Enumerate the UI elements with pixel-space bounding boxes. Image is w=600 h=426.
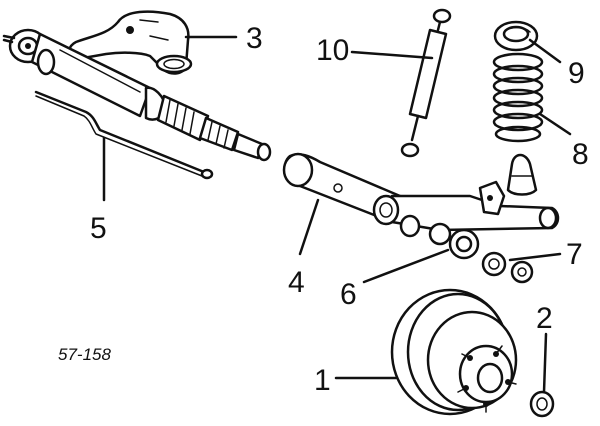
bushing xyxy=(399,214,480,260)
spring-seat xyxy=(493,20,539,52)
callout-label-3: 3 xyxy=(246,22,263,55)
leader-4 xyxy=(298,198,320,256)
callout-label-8: 8 xyxy=(572,138,589,171)
leader-6 xyxy=(362,248,450,284)
mounting-bracket xyxy=(67,10,193,75)
nut xyxy=(481,251,534,284)
shock-absorber xyxy=(400,8,452,158)
leader-8 xyxy=(538,112,572,136)
callout-label-2: 2 xyxy=(536,302,553,335)
leader-2 xyxy=(542,332,548,394)
callout-label-1: 1 xyxy=(314,364,331,397)
callout-labels: 3 10 9 8 5 4 6 7 2 1 57-158 xyxy=(58,22,589,397)
figure-code: 57-158 xyxy=(58,345,111,364)
leader-9 xyxy=(528,38,562,64)
callout-label-4: 4 xyxy=(288,266,305,299)
callout-label-10: 10 xyxy=(316,34,349,67)
leader-lines xyxy=(102,35,572,394)
axle-beam xyxy=(2,28,560,232)
brake-drum xyxy=(390,288,518,416)
callout-label-5: 5 xyxy=(90,212,107,245)
leader-10 xyxy=(350,50,434,60)
leader-7 xyxy=(508,252,562,262)
callout-label-6: 6 xyxy=(340,278,357,311)
coil-spring xyxy=(492,52,544,143)
wheel-nut xyxy=(529,390,555,418)
stabilizer-rod xyxy=(34,90,214,180)
callout-label-7: 7 xyxy=(566,238,583,271)
callout-label-9: 9 xyxy=(568,57,585,90)
